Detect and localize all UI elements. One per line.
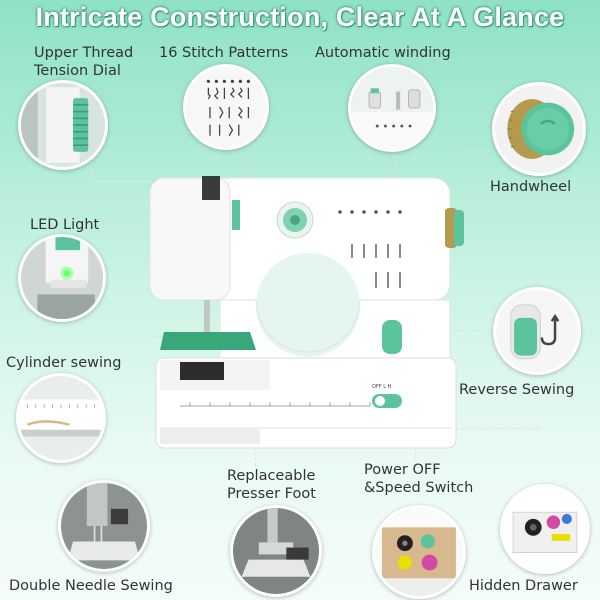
guide-tension — [92, 168, 93, 182]
cylinder-sewing-circle — [16, 373, 106, 463]
led-light-icon — [21, 237, 103, 319]
bobbin-winder-icon — [351, 67, 433, 149]
presser-foot-circle — [230, 505, 322, 597]
power-switch-label: Power OFF &Speed Switch — [364, 461, 473, 497]
reverse-sewing-label: Reverse Sewing — [459, 382, 575, 398]
guide-drawer — [440, 428, 540, 429]
hidden-drawer-circle — [500, 484, 590, 574]
presser-foot-line-2: Presser Foot — [227, 486, 316, 502]
cylinder-arm-icon — [19, 376, 103, 460]
automatic-winding-circle — [348, 64, 436, 152]
upper-thread-label: Upper Thread Tension Dial — [34, 44, 133, 80]
stitch-patterns-circle — [183, 64, 269, 150]
power-switch-line-1: Power OFF — [364, 462, 441, 478]
guide-stitch — [245, 160, 246, 190]
guide-reverse — [410, 330, 500, 331]
stitch-chart-icon — [186, 67, 266, 147]
presser-foot-line-1: Replaceable — [227, 468, 316, 484]
upper-thread-line-1: Upper Thread — [34, 45, 134, 61]
handwheel-icon — [495, 85, 583, 173]
sewing-machine-illustration — [149, 176, 464, 449]
handwheel-circle — [492, 82, 586, 176]
hidden-drawer-label: Hidden Drawer — [469, 578, 578, 594]
handwheel-label: Handwheel — [490, 179, 572, 195]
reverse-lever-icon — [496, 290, 578, 372]
upper-thread-line-2: Tension Dial — [34, 63, 121, 79]
drawer-contents-circle — [372, 505, 466, 599]
guide-handwheel — [460, 150, 490, 151]
presser-foot-label: Replaceable Presser Foot — [227, 467, 316, 503]
cylinder-sewing-label: Cylinder sewing — [6, 355, 122, 371]
page-title: Intricate Construction, Clear At A Glanc… — [35, 2, 565, 32]
tension-dial-icon — [21, 83, 105, 167]
power-switch-text: OFF L H — [372, 384, 392, 390]
reverse-sewing-circle — [493, 287, 581, 375]
drawer-icon — [375, 508, 463, 596]
automatic-winding-label: Automatic winding — [315, 45, 451, 61]
double-needle-icon — [61, 483, 147, 569]
sewing-machine: OFF L H — [140, 160, 470, 450]
double-needle-label: Double Needle Sewing — [9, 578, 173, 594]
stitch-patterns-label: 16 Stitch Patterns — [159, 45, 289, 61]
presser-foot-icon — [233, 508, 319, 594]
tension-dial-circle — [18, 80, 108, 170]
guide-winding — [395, 150, 396, 178]
power-switch-line-2: &Speed Switch — [364, 480, 474, 496]
led-light-label: LED Light — [30, 217, 100, 233]
led-light-circle — [18, 234, 106, 322]
guide-presser — [255, 446, 256, 466]
drawer-icon — [503, 487, 587, 571]
double-needle-circle — [58, 480, 150, 572]
